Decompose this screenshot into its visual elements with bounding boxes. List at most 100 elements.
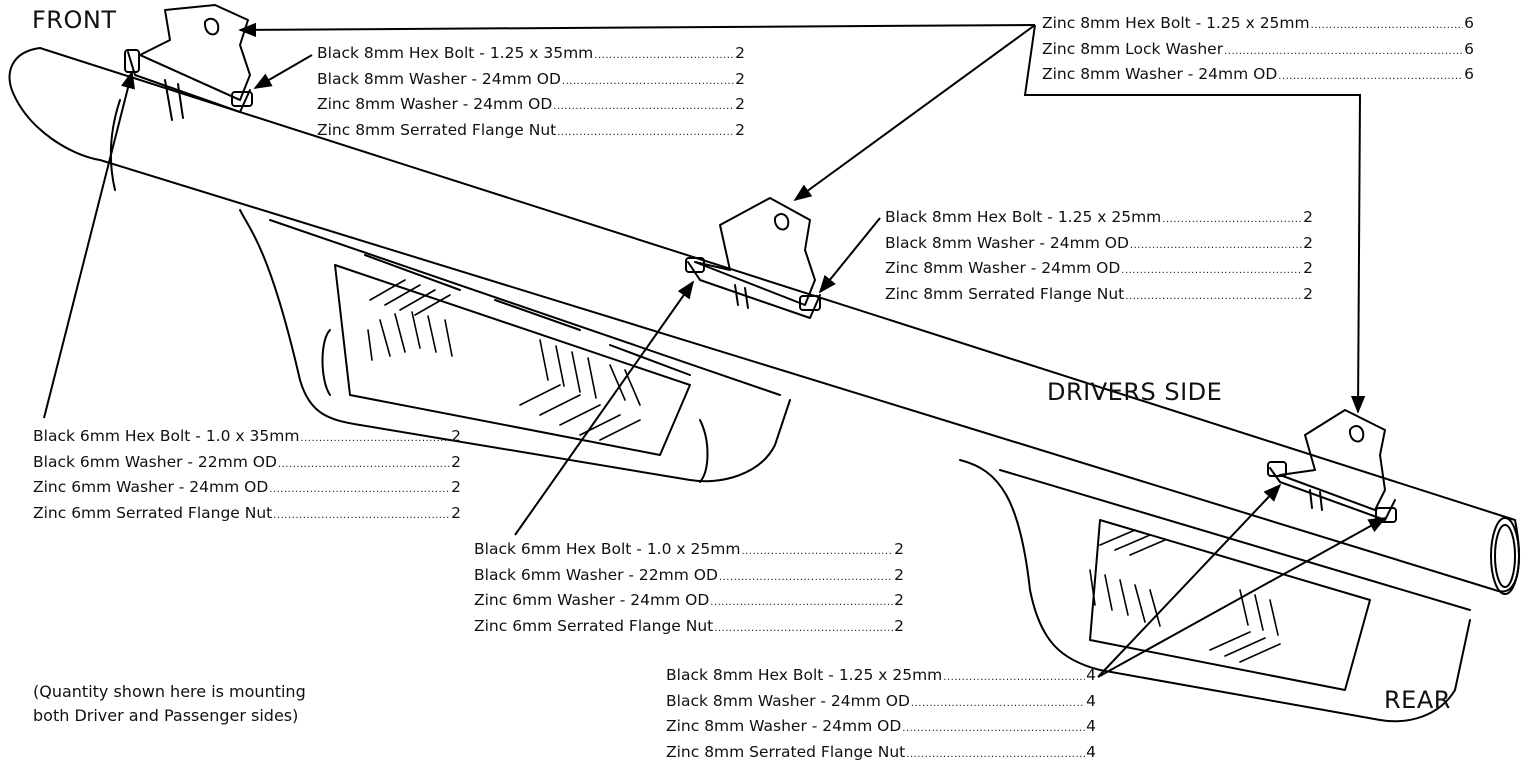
part-name: Black 8mm Hex Bolt - 1.25 x 25mm xyxy=(885,208,1162,226)
parts-list-item: Zinc 6mm Washer - 24mm OD 2 xyxy=(33,476,461,502)
part-quantity: 2 xyxy=(894,591,904,609)
rear-bracket xyxy=(1267,409,1397,523)
dot-leader xyxy=(300,428,450,451)
quantity-note: (Quantity shown here is mounting both Dr… xyxy=(33,680,306,728)
dot-leader xyxy=(562,71,734,94)
part-quantity: 2 xyxy=(1303,233,1313,252)
part-quantity: 2 xyxy=(451,478,461,496)
part-name: Zinc 8mm Serrated Flange Nut xyxy=(666,742,906,761)
part-quantity: 2 xyxy=(451,503,461,522)
dot-leader xyxy=(1121,260,1302,283)
part-quantity: 2 xyxy=(735,95,745,113)
parts-list-vehicle-mount: Zinc 8mm Hex Bolt - 1.25 x 25mm6Zinc 8mm… xyxy=(1042,12,1474,89)
leader-vehicle-mount-mid xyxy=(793,24,1036,202)
part-name: Black 8mm Washer - 24mm OD xyxy=(317,69,561,88)
part-quantity: 2 xyxy=(735,120,745,139)
part-name: Zinc 8mm Hex Bolt - 1.25 x 25mm xyxy=(1042,14,1310,32)
part-name: Zinc 6mm Serrated Flange Nut xyxy=(474,616,714,635)
part-name: Zinc 8mm Washer - 24mm OD xyxy=(1042,65,1278,83)
parts-list-item: Black 6mm Washer - 22mm OD 2 xyxy=(33,451,461,477)
dot-leader xyxy=(714,618,893,641)
part-quantity: 4 xyxy=(1086,666,1096,684)
parts-list-item: Zinc 6mm Serrated Flange Nut 2 xyxy=(474,615,904,641)
front-bracket xyxy=(124,4,253,121)
parts-list-item: Zinc 8mm Washer - 24mm OD4 xyxy=(666,715,1096,741)
part-name: Zinc 6mm Serrated Flange Nut xyxy=(33,503,273,522)
leader-rear-b xyxy=(1097,517,1387,678)
parts-list-item: Zinc 8mm Serrated Flange Nut 2 xyxy=(885,283,1313,309)
rear-label: REAR xyxy=(1384,686,1451,714)
parts-list-item: Zinc 6mm Serrated Flange Nut 2 xyxy=(33,502,461,528)
parts-list-item: Zinc 8mm Serrated Flange Nut 4 xyxy=(666,741,1096,767)
part-name: Black 8mm Hex Bolt - 1.25 x 35mm xyxy=(317,44,594,62)
part-quantity: 2 xyxy=(1303,284,1313,303)
part-name: Black 8mm Washer - 24mm OD xyxy=(666,691,910,710)
part-quantity: 2 xyxy=(894,540,904,558)
part-name: Black 8mm Washer - 24mm OD xyxy=(885,233,1129,252)
parts-list-item: Black 8mm Washer - 24mm OD 2 xyxy=(885,232,1313,258)
part-quantity: 6 xyxy=(1464,65,1474,83)
part-quantity: 2 xyxy=(451,452,461,471)
dot-leader xyxy=(273,505,450,528)
leader-rear-a xyxy=(1097,483,1282,678)
part-name: Zinc 8mm Serrated Flange Nut xyxy=(885,284,1125,303)
parts-list-item: Black 8mm Washer - 24mm OD2 xyxy=(317,68,745,94)
part-quantity: 2 xyxy=(894,565,904,584)
dot-leader xyxy=(1125,286,1302,309)
part-name: Zinc 8mm Serrated Flange Nut xyxy=(317,120,557,139)
dot-leader xyxy=(1224,41,1463,64)
parts-list-front-bracket: Black 8mm Hex Bolt - 1.25 x 35mm2Black 8… xyxy=(317,42,745,144)
part-quantity: 2 xyxy=(1303,208,1313,226)
dot-leader xyxy=(269,479,450,502)
part-name: Black 6mm Hex Bolt - 1.0 x 35mm xyxy=(33,427,300,445)
part-name: Black 6mm Washer - 22mm OD xyxy=(33,452,277,471)
parts-list-item: Zinc 6mm Washer - 24mm OD 2 xyxy=(474,589,904,615)
part-quantity: 2 xyxy=(894,616,904,635)
dot-leader xyxy=(902,718,1085,741)
parts-list-item: Black 6mm Hex Bolt - 1.0 x 35mm2 xyxy=(33,425,461,451)
dot-leader xyxy=(911,693,1085,716)
parts-list-item: Black 8mm Hex Bolt - 1.25 x 25mm 2 xyxy=(885,206,1313,232)
parts-list-item: Black 8mm Hex Bolt - 1.25 x 25mm 4 xyxy=(666,664,1096,690)
part-quantity: 4 xyxy=(1086,742,1096,761)
part-name: Zinc 6mm Washer - 24mm OD xyxy=(474,591,710,609)
drivers-side-label: DRIVERS SIDE xyxy=(1047,378,1223,406)
front-label: FRONT xyxy=(32,6,117,34)
part-quantity: 2 xyxy=(735,44,745,62)
part-name: Black 6mm Hex Bolt - 1.0 x 25mm xyxy=(474,540,741,558)
part-name: Zinc 6mm Washer - 24mm OD xyxy=(33,478,269,496)
parts-list-rear-bracket: Black 8mm Hex Bolt - 1.25 x 25mm4Black 8… xyxy=(666,664,1096,766)
part-quantity: 4 xyxy=(1086,691,1096,710)
parts-list-item: Zinc 8mm Washer - 24mm OD 2 xyxy=(885,257,1313,283)
middle-bracket xyxy=(685,197,821,319)
leader-front-step xyxy=(43,70,135,419)
part-quantity: 2 xyxy=(1303,259,1313,277)
leader-front-bracket xyxy=(253,54,313,89)
part-name: Zinc 8mm Washer - 24mm OD xyxy=(885,259,1121,277)
dot-leader xyxy=(557,122,734,145)
part-quantity: 4 xyxy=(1086,717,1096,735)
dot-leader xyxy=(741,541,893,564)
parts-list-item: Zinc 8mm Washer - 24mm OD2 xyxy=(317,93,745,119)
dot-leader xyxy=(710,592,893,615)
part-quantity: 6 xyxy=(1464,14,1474,32)
dot-leader xyxy=(1311,15,1464,38)
dot-leader xyxy=(1130,235,1302,258)
parts-list-item: Black 6mm Washer - 22mm OD2 xyxy=(474,564,904,590)
leader-vehicle-mount-rear xyxy=(1023,24,1366,414)
part-name: Zinc 8mm Lock Washer xyxy=(1042,39,1224,58)
main-tube xyxy=(8,47,1520,595)
part-name: Black 8mm Hex Bolt - 1.25 x 25mm xyxy=(666,666,943,684)
dot-leader xyxy=(1162,209,1302,232)
parts-list-item: Zinc 8mm Washer - 24mm OD 6 xyxy=(1042,63,1474,89)
rear-step-pad xyxy=(959,459,1471,723)
leader-vehicle-mount xyxy=(238,22,1036,38)
front-step-pad xyxy=(239,209,791,483)
quantity-note-line-2: both Driver and Passenger sides) xyxy=(33,706,299,725)
parts-list-item: Zinc 8mm Hex Bolt - 1.25 x 25mm 6 xyxy=(1042,12,1474,38)
quantity-note-line-1: (Quantity shown here is mounting xyxy=(33,682,306,701)
parts-list-item: Zinc 8mm Lock Washer6 xyxy=(1042,38,1474,64)
dot-leader xyxy=(278,454,450,477)
parts-list-middle-bracket: Black 8mm Hex Bolt - 1.25 x 25mm2Black 8… xyxy=(885,206,1313,308)
